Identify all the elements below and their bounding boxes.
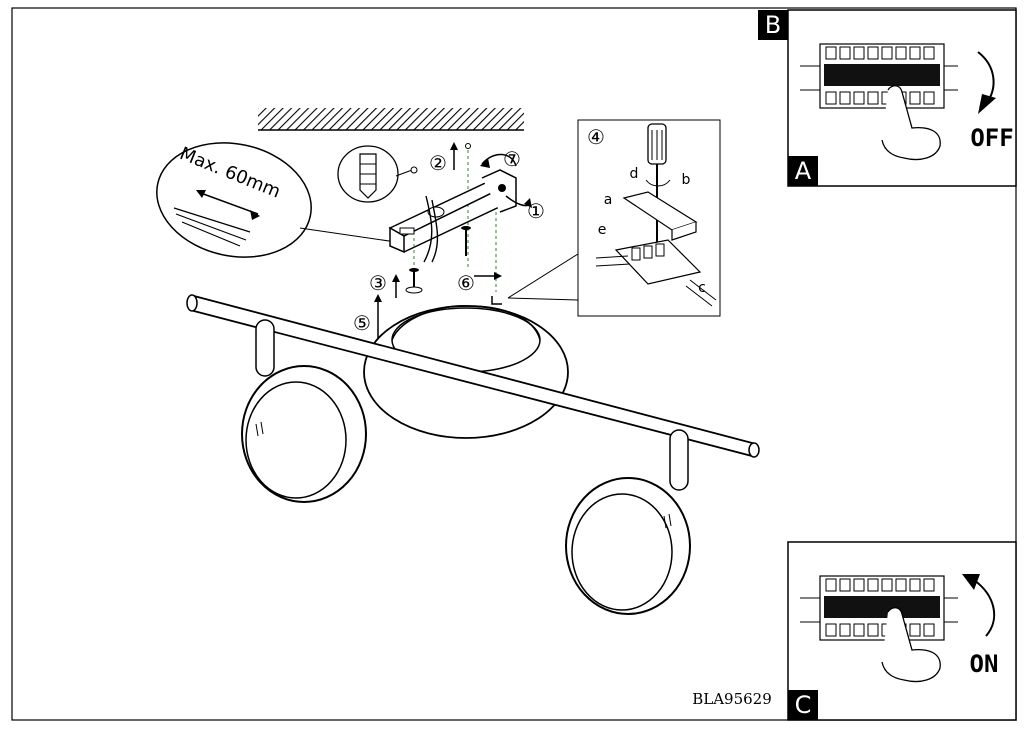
wire-length-callout: Max. 60mm: [156, 142, 397, 258]
label-c: C: [795, 691, 812, 719]
step-2-label: ②: [429, 151, 447, 175]
detail-b-label: b: [682, 172, 691, 188]
model-code: BLA95629: [692, 690, 772, 708]
step-7: ⑦: [480, 147, 521, 171]
step-1-label: ①: [527, 199, 545, 223]
detail-d-label: d: [630, 166, 639, 182]
step-5-label: ⑤: [353, 311, 371, 335]
step-6-label: ⑥: [457, 271, 475, 295]
screw-1: [461, 226, 471, 256]
breaker-strip-on: [800, 575, 958, 641]
label-a-box: [788, 156, 818, 186]
step-5: ⑤: [353, 294, 382, 338]
outer-frame: [11, 7, 1017, 721]
detail-a-label: a: [604, 192, 613, 208]
breaker-strip: [800, 43, 958, 109]
label-b: B: [765, 11, 781, 39]
panel-breaker-off: B A OFF: [758, 9, 1017, 187]
dowel-callout: [337, 145, 418, 203]
detail-e-label: e: [598, 222, 607, 238]
ceiling: [258, 108, 524, 131]
detail-c-label: c: [698, 280, 706, 296]
hand-on: [881, 607, 941, 683]
panel-breaker-on: C ON: [787, 541, 1017, 721]
label-c-box: [788, 690, 818, 720]
off-label: OFF: [970, 124, 1013, 152]
label-b-box: [758, 10, 788, 40]
spotlight-left: [241, 319, 367, 503]
screw-2: [405, 268, 423, 294]
hand-off: [881, 85, 941, 161]
mounting-bracket: [388, 169, 517, 292]
step-3: ③: [369, 271, 400, 298]
on-label: ON: [970, 650, 999, 678]
step-1: ①: [505, 195, 545, 223]
wire-ends: [173, 207, 251, 247]
step-6: ⑥: [457, 271, 502, 305]
step-7-label: ⑦: [503, 147, 521, 171]
label-a: A: [795, 157, 812, 185]
rotate-arrow-on: [973, 579, 996, 637]
step-2: ②: [429, 142, 471, 270]
terminal-detail-panel: ④ d b a e c: [507, 119, 721, 317]
terminal-block: [595, 239, 717, 307]
step-4-label: ④: [587, 125, 605, 149]
spotlight-right: [565, 429, 691, 615]
light-fixture: [186, 294, 760, 615]
step-3-label: ③: [369, 271, 387, 295]
